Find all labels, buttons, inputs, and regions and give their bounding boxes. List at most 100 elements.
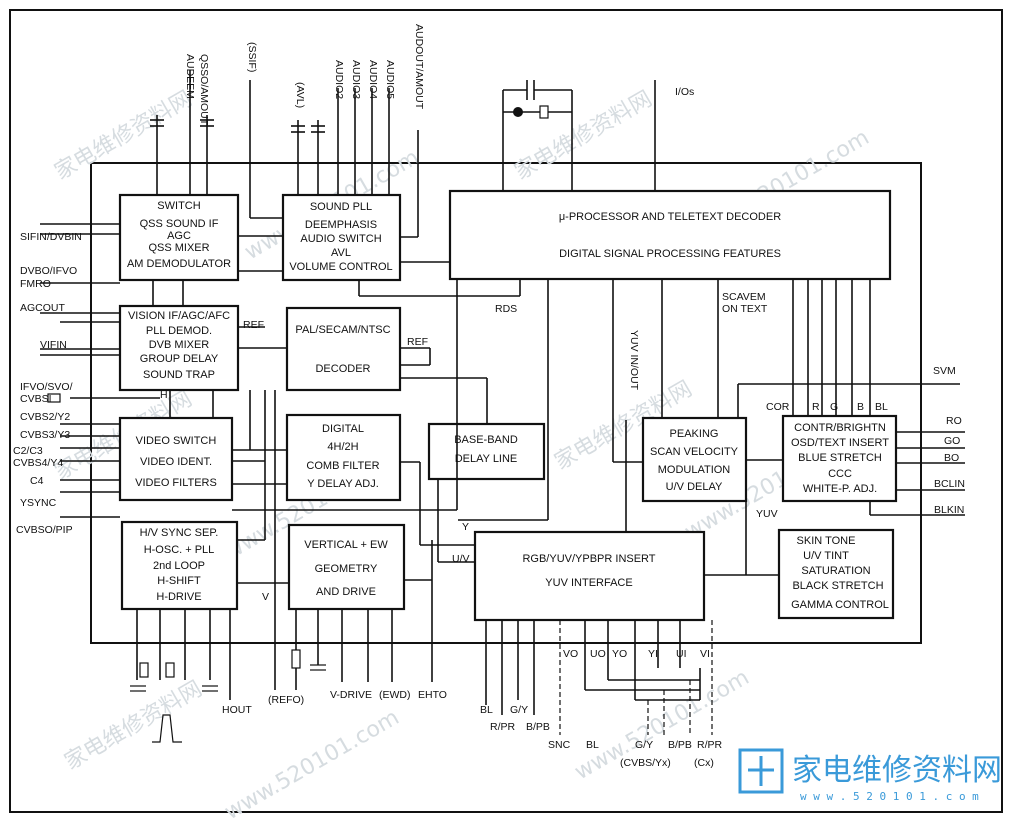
pin-label: CVBSI	[20, 393, 52, 405]
block-video-switch: VIDEO SWITCH VIDEO IDENT. VIDEO FILTERS	[118, 416, 234, 502]
pin-label: R/PR	[490, 721, 516, 733]
pin-label: G/Y	[635, 739, 653, 751]
block-line: DVB MIXER	[149, 339, 210, 351]
pin-label: B/PB	[668, 739, 692, 751]
pin-label: DVBO/IFVO	[20, 265, 77, 277]
block-line: OSD/TEXT INSERT	[791, 437, 889, 449]
pin-label: VO	[563, 648, 578, 660]
block-line: H/V SYNC SEP.	[140, 527, 219, 539]
block-line: PAL/SECAM/NTSC	[295, 324, 390, 336]
block-line: SOUND TRAP	[143, 369, 215, 381]
pin-label: CVBS4/Y4	[13, 457, 63, 469]
block-line: VIDEO IDENT.	[140, 456, 212, 468]
pin-label: SIFIN/DVBIN	[20, 231, 82, 243]
right-pins: SVM RO GO BO BCLIN BLKIN	[933, 365, 965, 516]
pin-label: SNC	[548, 739, 571, 751]
signal-label: SCAVEM	[722, 291, 766, 303]
block-line: AND DRIVE	[316, 586, 376, 598]
block-line: CONTR/BRIGHTN	[794, 422, 886, 434]
block-vertical-ew: VERTICAL + EW GEOMETRY AND DRIVE	[287, 523, 406, 611]
block-line: SWITCH	[157, 200, 200, 212]
block-line: AVL	[331, 247, 351, 259]
block-contrast: CONTR/BRIGHTN OSD/TEXT INSERT BLUE STRET…	[781, 414, 898, 503]
block-sound-pll: SOUND PLL DEEMPHASIS AUDIO SWITCH AVL VO…	[281, 193, 402, 282]
block-line: H-OSC. + PLL	[144, 544, 215, 556]
block-line: DIGITAL SIGNAL PROCESSING FEATURES	[559, 248, 781, 260]
block-line: VERTICAL + EW	[304, 539, 388, 551]
pin-label: YI	[648, 648, 658, 660]
pin-label: CVBS2/Y2	[20, 411, 70, 423]
block-baseband-delay: BASE-BAND DELAY LINE	[427, 422, 546, 481]
pin-label: AUDIO2	[333, 60, 345, 99]
signal-labels: REF REF RDS YUV IN/OUT SCAVEM ON TEXT CO…	[160, 291, 888, 603]
block-line: BLUE STRETCH	[798, 452, 882, 464]
block-line: CCC	[828, 468, 852, 480]
block-line: QSS SOUND IF	[140, 218, 219, 230]
pin-label: (SSIF)	[246, 42, 258, 72]
pin-label: (AVL)	[294, 82, 306, 108]
watermark-url: www.520101.com	[221, 705, 404, 825]
pin-label: UO	[590, 648, 606, 660]
signal-label: R	[812, 401, 820, 413]
block-processor: μ-PROCESSOR AND TELETEXT DECODER DIGITAL…	[448, 189, 892, 281]
pin-label: CVBSO/PIP	[16, 524, 73, 536]
pin-label: AUDEEM	[184, 54, 196, 99]
block-line: U/V DELAY	[666, 481, 723, 493]
pin-label: GO	[944, 435, 960, 447]
block-line: MODULATION	[658, 464, 731, 476]
pin-label: BL	[480, 704, 493, 716]
block-line: DELAY LINE	[455, 453, 518, 465]
pin-label: EHTO	[418, 689, 447, 701]
block-line: GROUP DELAY	[140, 353, 219, 365]
top-pins: QSSO/AMOUT AUDEEM (SSIF) (AVL) AUDIO2 AU…	[184, 24, 694, 126]
block-line: AM DEMODULATOR	[127, 258, 231, 270]
logo-text: 家电维修资料网	[792, 753, 1002, 788]
pin-label: AUDOUT/AMOUT	[413, 24, 425, 110]
block-line: SKIN TONE	[797, 535, 856, 547]
pin-label: (CVBS/Yx)	[620, 757, 671, 769]
block-line: VIDEO FILTERS	[135, 477, 217, 489]
pin-label: B/PB	[526, 721, 550, 733]
block-line: 4H/2H	[327, 441, 358, 453]
block-vision-if: VISION IF/AGC/AFC PLL DEMOD. DVB MIXER G…	[118, 304, 240, 392]
block-line: H-SHIFT	[157, 575, 201, 587]
block-line: SCAN VELOCITY	[650, 446, 739, 458]
block-line: BLACK STRETCH	[792, 580, 883, 592]
pin-label: AUDIO5	[384, 60, 396, 99]
signal-label: RDS	[495, 303, 517, 315]
pin-label: R/PR	[697, 739, 723, 751]
signal-label: U/V	[452, 553, 470, 565]
pin-label: IFVO/SVO/	[20, 381, 73, 393]
pin-label: V-DRIVE	[330, 689, 372, 701]
pin-label: AUDIO4	[367, 60, 379, 99]
block-peaking: PEAKING SCAN VELOCITY MODULATION U/V DEL…	[641, 416, 748, 503]
signal-label: YUV IN/OUT	[628, 330, 640, 391]
pin-label: YO	[612, 648, 627, 660]
left-pins: SIFIN/DVBIN DVBO/IFVO FMRO AGCOUT VIFIN …	[13, 231, 82, 536]
pin-label: QSSO/AMOUT	[198, 54, 210, 126]
block-line: μ-PROCESSOR AND TELETEXT DECODER	[559, 211, 781, 223]
pin-label: VI	[700, 648, 710, 660]
pin-label: SVM	[933, 365, 956, 377]
signal-label: COR	[766, 401, 790, 413]
pin-label: I/Os	[675, 86, 694, 98]
pin-label: BL	[586, 739, 599, 751]
block-line: DECODER	[315, 363, 370, 375]
block-comb-filter: DIGITAL 4H/2H COMB FILTER Y DELAY ADJ.	[285, 413, 402, 502]
pin-label: C4	[30, 475, 44, 487]
block-pal-decoder: PAL/SECAM/NTSC DECODER	[285, 306, 402, 392]
pin-label: FMRO	[20, 278, 51, 290]
outer-frame	[9, 9, 1003, 813]
watermark-text: 家电维修资料网	[511, 87, 657, 186]
block-line: PEAKING	[670, 428, 719, 440]
watermark-text: 家电维修资料网	[51, 87, 197, 186]
signal-label: V	[262, 591, 269, 603]
block-line: GEOMETRY	[315, 563, 378, 575]
pin-label: AGCOUT	[20, 302, 66, 314]
block-line: YUV INTERFACE	[545, 577, 632, 589]
block-line: VIDEO SWITCH	[136, 435, 217, 447]
pin-label: AUDIO3	[350, 60, 362, 99]
pin-label: YSYNC	[20, 497, 57, 509]
pin-label: BLKIN	[934, 504, 964, 516]
